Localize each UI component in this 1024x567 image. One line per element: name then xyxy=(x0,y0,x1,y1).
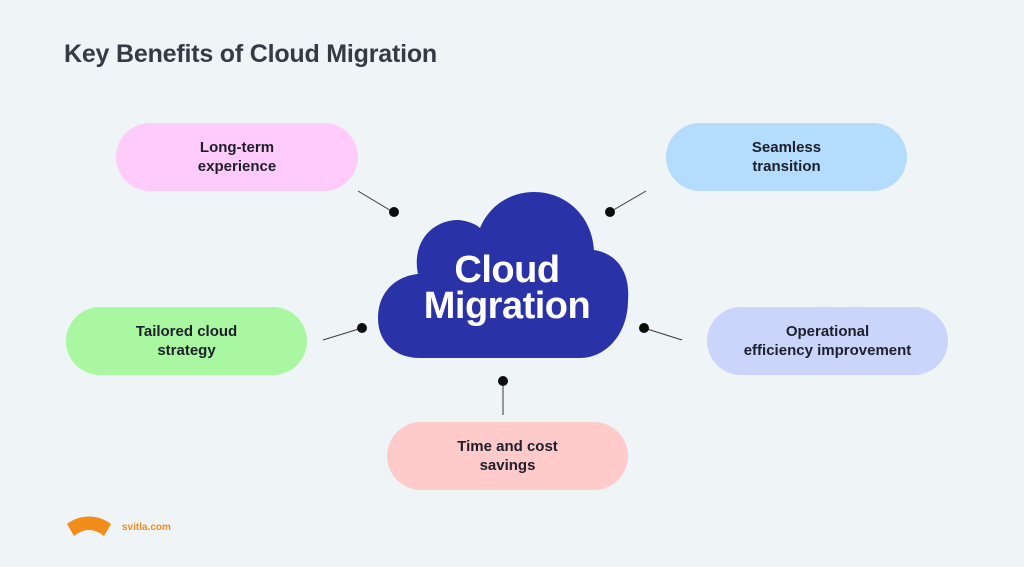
benefit-line1: Long-term xyxy=(199,139,275,156)
cloud-label-line1: Cloud xyxy=(454,249,560,291)
connector-long-term xyxy=(357,190,394,213)
dot-tailored xyxy=(357,323,367,333)
svitla-logo-icon xyxy=(67,516,111,536)
benefit-line1: Tailored cloud xyxy=(135,323,238,340)
benefit-line2: savings xyxy=(479,457,536,474)
cloud-shape xyxy=(378,192,629,358)
benefit-seamless-transition: Seamless transition xyxy=(666,123,907,191)
benefit-line2: experience xyxy=(197,158,277,175)
benefit-line2: strategy xyxy=(157,342,216,359)
dot-seamless xyxy=(605,207,615,217)
connector-operational xyxy=(643,327,683,341)
dot-operational xyxy=(639,323,649,333)
benefit-line2: transition xyxy=(752,158,821,175)
benefit-line1: Operational xyxy=(785,323,870,340)
benefit-line2: efficiency improvement xyxy=(743,342,912,359)
dot-time-cost xyxy=(498,376,508,386)
benefit-time-and-cost-savings: Time and cost savings xyxy=(387,422,628,490)
benefit-tailored-cloud-strategy: Tailored cloud strategy xyxy=(66,307,307,375)
benefit-operational-efficiency: Operational efficiency improvement xyxy=(707,307,948,375)
benefit-long-term-experience: Long-term experience xyxy=(116,123,358,191)
connector-seamless xyxy=(609,190,647,213)
brand-link[interactable]: svitla.com xyxy=(122,522,171,533)
cloud-label: Cloud Migration xyxy=(400,249,614,327)
benefit-line1: Time and cost xyxy=(457,438,558,455)
dot-long-term xyxy=(389,207,399,217)
benefit-line1: Seamless xyxy=(751,139,822,156)
page-title: Key Benefits of Cloud Migration xyxy=(64,40,437,68)
connector-tailored xyxy=(322,327,363,341)
cloud-label-line2: Migration xyxy=(423,285,591,327)
